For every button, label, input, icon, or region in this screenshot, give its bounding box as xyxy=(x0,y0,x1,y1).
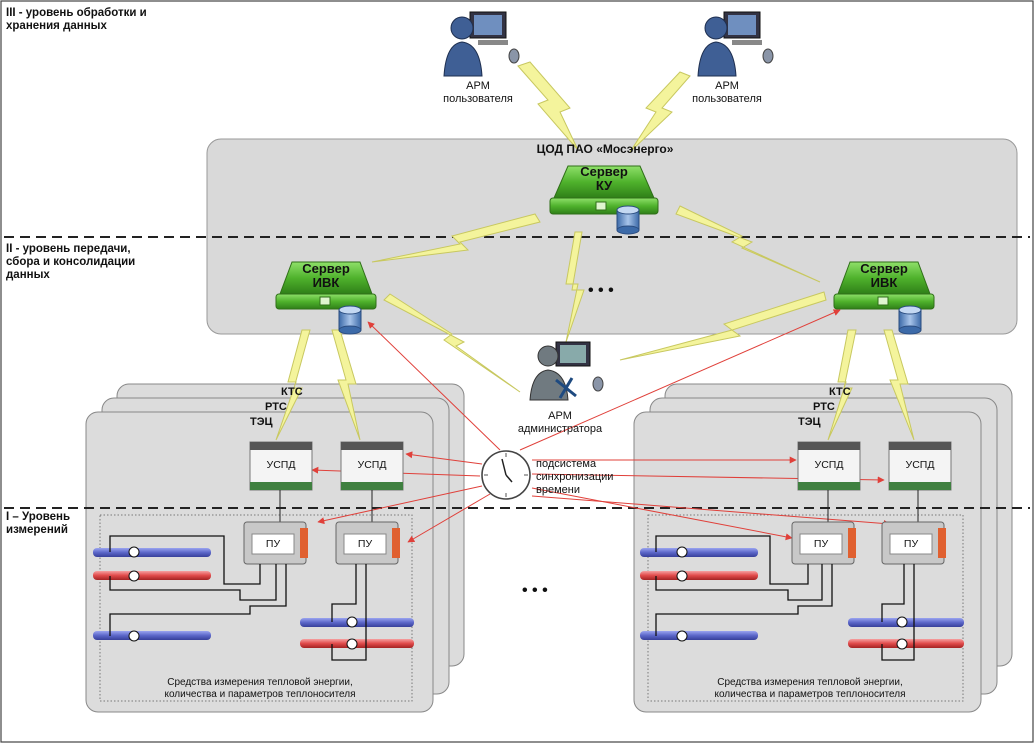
database-icon xyxy=(338,205,922,335)
server-ivk-right-label: Сервер ИВК xyxy=(854,262,914,290)
admin-workstation-icon xyxy=(529,341,604,401)
server-ku-label: Сервер КУ xyxy=(574,165,634,193)
user-workstation-left-label: АРМ пользователя xyxy=(438,80,518,106)
label-line: АРМ xyxy=(548,410,572,422)
label-line: администратора xyxy=(517,423,603,435)
plants-ellipsis: • • • xyxy=(522,582,548,599)
pu-left-1-label: ПУ xyxy=(265,538,281,550)
user-workstation-icon xyxy=(443,11,774,77)
server-ivk-left-label: Сервер ИВК xyxy=(296,262,356,290)
pipes-left xyxy=(93,535,414,661)
pipes-right xyxy=(640,535,964,661)
caption-line: количества и параметров теплоносителя xyxy=(164,689,356,700)
level-3-label: III - уровень обработки и хранения данны… xyxy=(6,7,147,32)
pu-devices xyxy=(243,521,946,565)
label-line: ИВК xyxy=(870,275,898,290)
uspd-left-2-label: УСПД xyxy=(357,459,387,471)
plant-left-caption: Средства измерения тепловой энергии, кол… xyxy=(130,677,390,701)
caption-line: Средства измерения тепловой энергии, xyxy=(167,677,353,688)
clock-icon xyxy=(481,450,531,500)
pu-left-2-label: ПУ xyxy=(357,538,373,550)
caption-line: количества и параметров теплоносителя xyxy=(714,689,906,700)
label-line: подсистема xyxy=(536,458,597,470)
label-line: АРМ xyxy=(715,80,739,92)
label-line: ИВК xyxy=(312,275,340,290)
level-2-label: II - уровень передачи, сбора и консолида… xyxy=(6,243,136,281)
plant-left-label-rts: РТС xyxy=(265,401,287,413)
plant-right-label-kts: КТС xyxy=(829,386,851,398)
sync-subsystem-label: подсистема синхронизации времени xyxy=(536,458,626,497)
caption-line: Средства измерения тепловой энергии, xyxy=(717,677,903,688)
label-line: времени xyxy=(536,484,580,496)
user-workstation-right-label: АРМ пользователя xyxy=(687,80,767,106)
sync-arrows xyxy=(311,309,891,543)
uspd-devices xyxy=(249,441,952,522)
plant-left-label-kts: КТС xyxy=(281,386,303,398)
label-line: АРМ xyxy=(466,80,490,92)
uspd-right-2-label: УСПД xyxy=(905,459,935,471)
lightning-link-icon xyxy=(275,61,915,441)
label-line: Сервер xyxy=(860,261,908,276)
pu-right-2-label: ПУ xyxy=(903,538,919,550)
plant-right-label-rts: РТС xyxy=(813,401,835,413)
plant-right-label-tec: ТЭЦ xyxy=(798,416,821,428)
label-line: КУ xyxy=(595,178,613,193)
plant-left-label-tec: ТЭЦ xyxy=(250,416,273,428)
datacenter-title: ЦОД ПАО «Мосэнерго» xyxy=(536,142,674,156)
uspd-right-1-label: УСПД xyxy=(814,459,844,471)
label-line: синхронизации xyxy=(536,471,614,483)
level-1-label: I – Уровень измерений xyxy=(6,511,71,536)
uspd-left-1-label: УСПД xyxy=(266,459,296,471)
servers-ellipsis: • • • xyxy=(588,282,614,299)
pu-right-1-label: ПУ xyxy=(813,538,829,550)
admin-workstation-label: АРМ администратора xyxy=(510,410,610,436)
label-line: Сервер xyxy=(302,261,350,276)
label-line: Сервер xyxy=(580,164,628,179)
label-line: пользователя xyxy=(443,93,513,105)
label-line: пользователя xyxy=(692,93,762,105)
plant-right-caption: Средства измерения тепловой энергии, кол… xyxy=(680,677,940,701)
